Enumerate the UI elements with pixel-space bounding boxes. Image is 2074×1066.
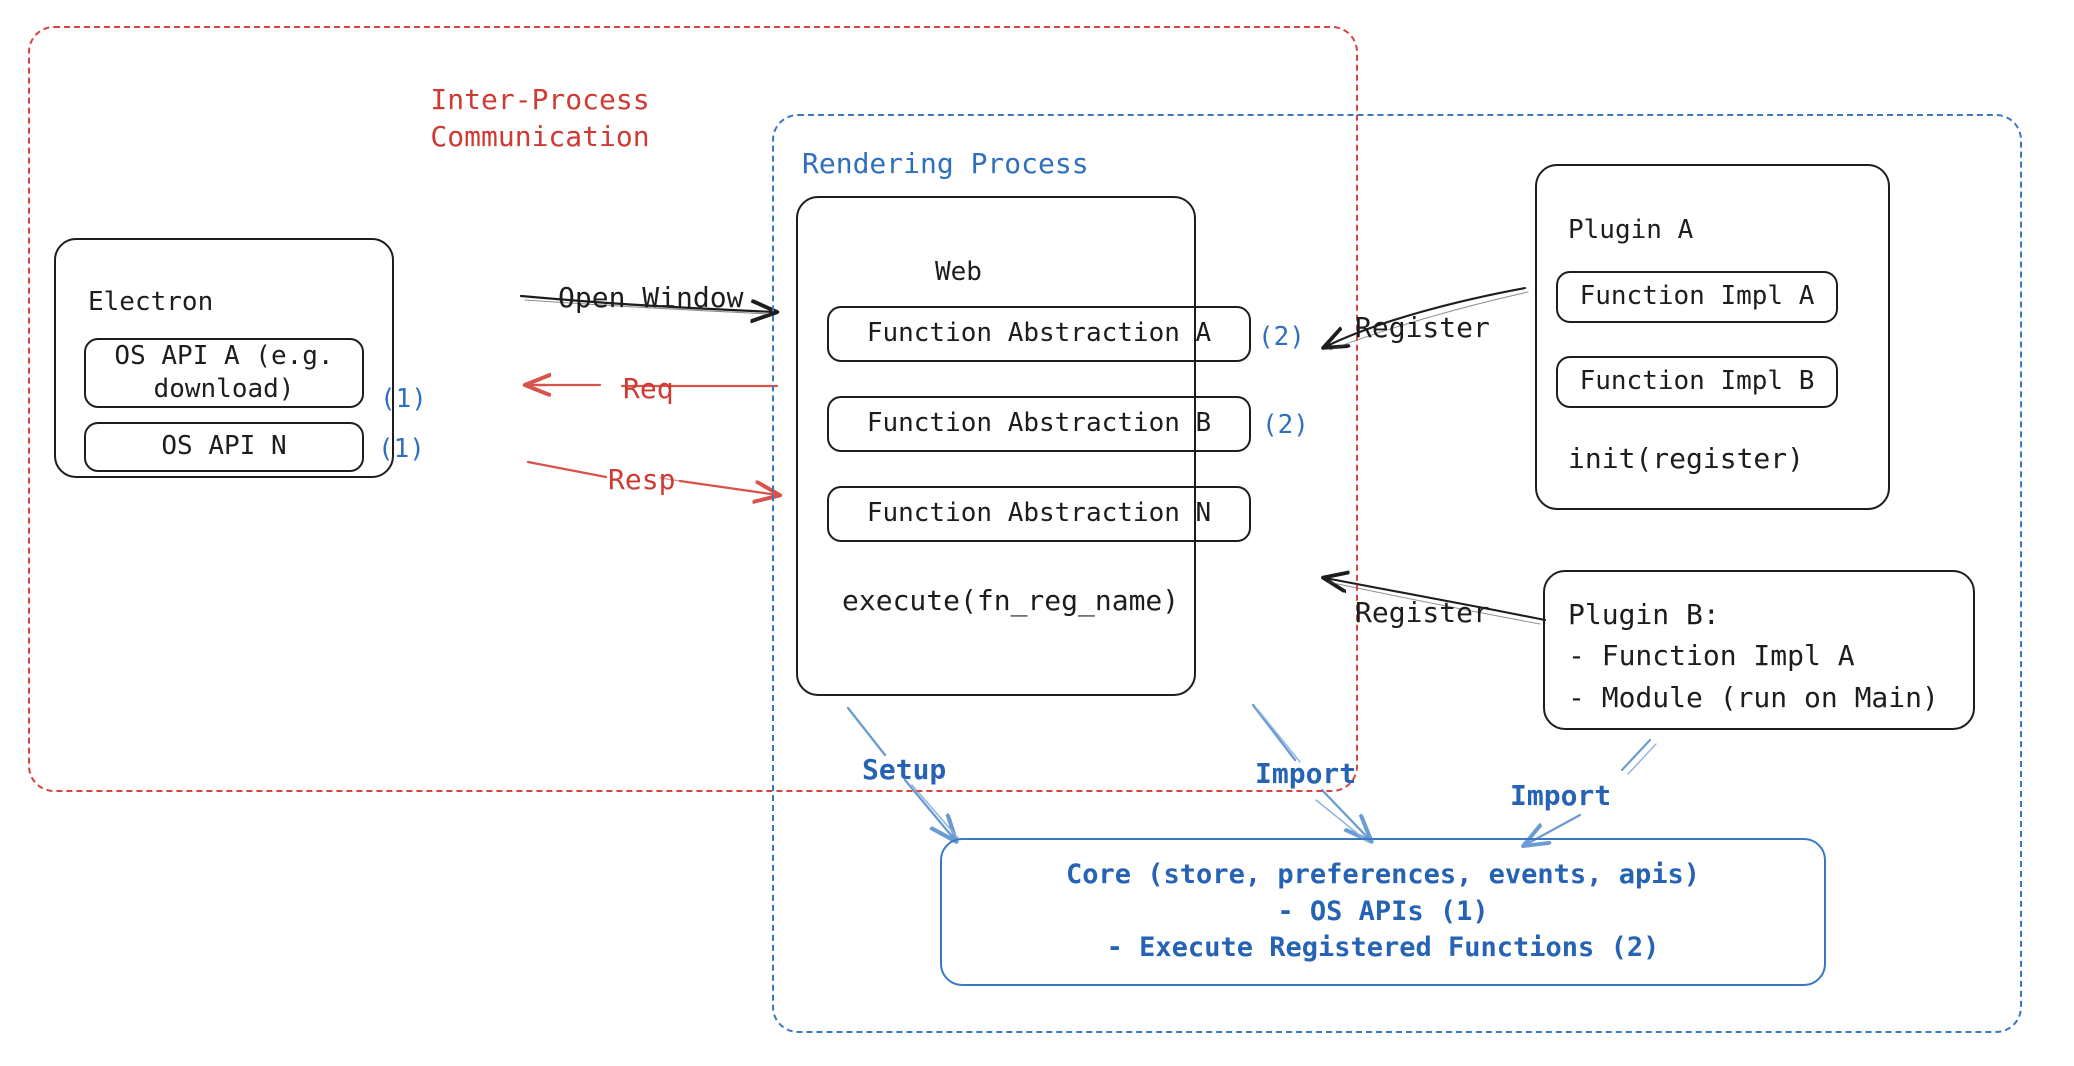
- plugin-a-function-impl-b-chip[interactable]: Function Impl B: [1556, 356, 1838, 408]
- os-api-a-marker: (1): [380, 384, 427, 414]
- group-label-ipc: Inter-Process Communication: [430, 83, 650, 153]
- web-execute-label: execute(fn_reg_name): [842, 584, 1180, 617]
- core-text: Core (store, preferences, events, apis) …: [1066, 859, 1700, 964]
- plugin-b-box[interactable]: [1543, 570, 1975, 730]
- edge-label-open-window: Open Window: [558, 281, 744, 314]
- function-abstraction-b-marker: (2): [1262, 410, 1309, 440]
- function-abstraction-a-marker: (2): [1258, 322, 1305, 352]
- os-api-n-marker: (1): [378, 434, 425, 464]
- os-api-a-chip[interactable]: OS API A (e.g. download): [84, 338, 364, 408]
- edge-label-resp: Resp: [608, 463, 676, 496]
- plugin-b-lines: Plugin B: - Function Impl A - Module (ru…: [1568, 598, 1939, 714]
- function-abstraction-b-chip[interactable]: Function Abstraction B: [827, 396, 1251, 452]
- os-api-n-label: OS API N: [161, 431, 287, 462]
- plugin-a-box[interactable]: [1535, 164, 1890, 510]
- function-abstraction-a-chip[interactable]: Function Abstraction A: [827, 306, 1251, 362]
- plugin-a-title: Plugin A: [1568, 215, 1694, 245]
- plugin-a-function-impl-a-chip[interactable]: Function Impl A: [1556, 271, 1838, 323]
- edge-label-setup: Setup: [862, 753, 947, 786]
- function-abstraction-b-label: Function Abstraction B: [866, 408, 1212, 439]
- edge-label-register-bottom: Register: [1355, 596, 1490, 629]
- function-abstraction-n-chip[interactable]: Function Abstraction N: [827, 486, 1251, 542]
- electron-title: Electron: [88, 287, 214, 317]
- edge-label-req: Req: [623, 372, 674, 405]
- edge-label-import-plugin-b: Import: [1510, 779, 1612, 812]
- plugin-a-function-impl-b-label: Function Impl B: [1579, 366, 1815, 397]
- plugin-a-init-label: init(register): [1568, 442, 1805, 475]
- os-api-a-label: OS API A (e.g. download): [114, 340, 334, 404]
- edge-label-register-top: Register: [1355, 311, 1490, 344]
- function-abstraction-n-label: Function Abstraction N: [866, 498, 1212, 529]
- group-inter-process-communication: [28, 26, 1358, 792]
- function-abstraction-a-label: Function Abstraction A: [866, 318, 1212, 349]
- group-label-rendering-process: Rendering Process: [802, 147, 1089, 180]
- core-box[interactable]: Core (store, preferences, events, apis) …: [940, 838, 1826, 986]
- edge-label-import-web: Import: [1255, 757, 1357, 790]
- os-api-n-chip[interactable]: OS API N: [84, 422, 364, 472]
- group-rendering-process: [772, 114, 2022, 1033]
- plugin-a-function-impl-a-label: Function Impl A: [1579, 281, 1815, 312]
- electron-box[interactable]: [54, 238, 394, 478]
- web-title: Web: [935, 257, 982, 287]
- web-box[interactable]: [796, 196, 1196, 696]
